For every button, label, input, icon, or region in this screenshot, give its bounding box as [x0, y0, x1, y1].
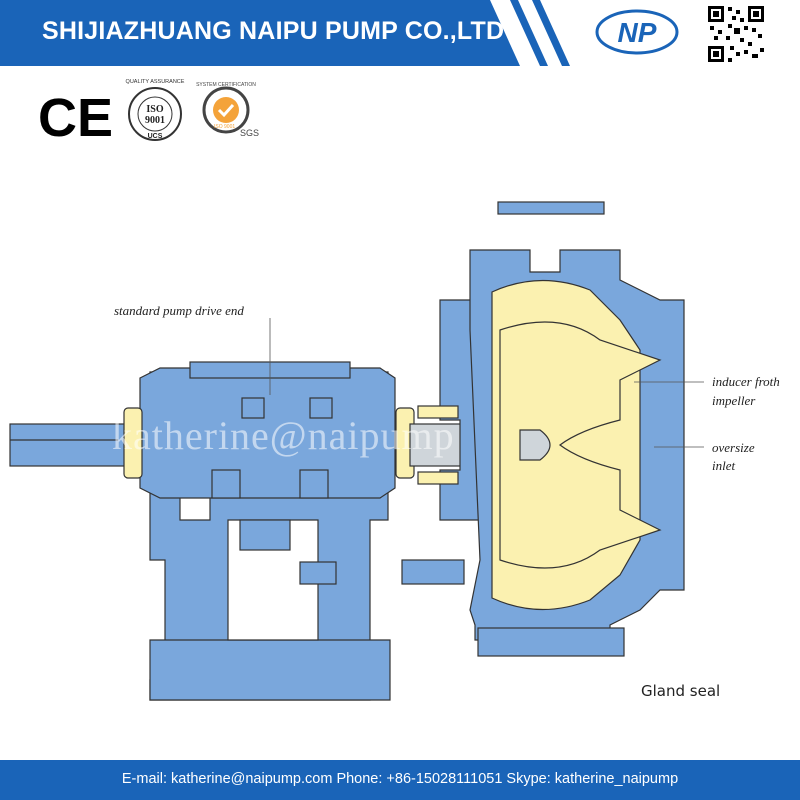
- impeller-eye: [519, 429, 551, 461]
- sgs-badge-text: ISO 9001: [214, 124, 235, 130]
- impeller-label-line2: impeller: [712, 393, 756, 408]
- ce-mark-text: CE: [38, 88, 113, 148]
- contact-info: E-mail: katherine@naipump.com Phone: +86…: [121, 771, 679, 787]
- pump-cross-section-diagram: [9, 201, 704, 701]
- sgs-ring-text: SYSTEM CERTIFICATION: [196, 82, 256, 88]
- iso-main-text: ISO: [146, 104, 163, 115]
- certification-logos: CE QUALITY ASSURANCE ISO 9001 UCS SYSTEM…: [38, 79, 259, 148]
- inlet-label-line2: inlet: [712, 458, 736, 473]
- header-banner: SHIJIAZHUANG NAIPU PUMP CO.,LTD: [0, 0, 800, 66]
- end-cover-left: [123, 407, 143, 479]
- impeller: [499, 321, 662, 569]
- drive-end-label: standard pump drive end: [114, 303, 244, 318]
- pedestal-base: [149, 639, 391, 701]
- np-logo: NP: [595, 9, 679, 55]
- bottom-flange: [477, 627, 625, 657]
- iso-number-text: 9001: [145, 115, 165, 126]
- sgs-label: SGS: [240, 128, 259, 138]
- ce-mark-icon: CE: [38, 88, 113, 148]
- housing-bolt: [211, 469, 241, 499]
- sgs-seal-icon: SYSTEM CERTIFICATION ISO 9001 SGS: [196, 82, 259, 138]
- iso-ring-text: QUALITY ASSURANCE: [126, 79, 185, 85]
- housing-bolt: [309, 397, 333, 419]
- frame-bolt: [299, 561, 337, 585]
- impeller-label-line1: inducer froth: [712, 374, 780, 389]
- gland-packing: [417, 405, 459, 419]
- gland-packing: [417, 471, 459, 485]
- footer-contact-bar: E-mail: katherine@naipump.com Phone: +86…: [0, 760, 800, 800]
- frame-bolt: [401, 559, 465, 585]
- gland-seal-caption: Gland seal: [641, 682, 721, 700]
- frame-bolt: [239, 519, 291, 551]
- company-name: SHIJIAZHUANG NAIPU PUMP CO.,LTD: [42, 17, 505, 45]
- housing-bolt: [241, 397, 265, 419]
- qr-code-icon: [706, 4, 766, 64]
- logo-text: NP: [618, 17, 657, 48]
- housing-bolt: [299, 469, 329, 499]
- top-flange-plate: [497, 201, 605, 215]
- inlet-label-line1: oversize: [712, 440, 755, 455]
- drive-shaft: [9, 423, 141, 467]
- email-watermark: katherine@naipump: [112, 413, 455, 458]
- iso-sub-text: UCS: [148, 133, 163, 140]
- iso-9001-seal-icon: QUALITY ASSURANCE ISO 9001 UCS: [126, 79, 185, 141]
